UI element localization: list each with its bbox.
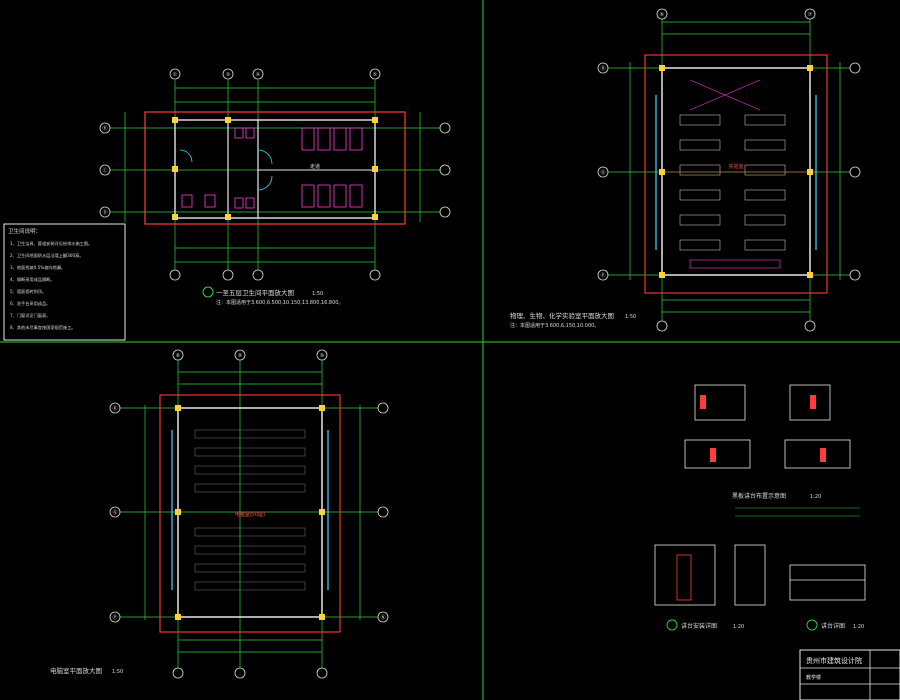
notes-box: 卫生间说明： 1、卫生洁具、管道安装详见给排水施工图。 2、卫生间地面防水层沿墙…	[3, 223, 126, 341]
room-label: 走道	[310, 163, 320, 170]
axis-label: Ⓟ	[112, 614, 117, 621]
axis-label: ⑤	[373, 72, 377, 78]
panel2-subtitle: 注：本图适用于3.600,6.150,10.000。	[510, 322, 599, 329]
detail-b-title: 讲台详图	[821, 622, 845, 630]
panel4-title: 黑板讲台布置示意图	[732, 492, 786, 500]
institute-name: 贵州市建筑设计院	[806, 656, 862, 665]
panel3-title: 电脑室平面放大图	[50, 666, 102, 675]
note-line: 8、其他未尽事宜按国家规范施工。	[10, 324, 75, 331]
axis-label: ④	[256, 72, 261, 78]
panel1-scale: 1:50	[312, 291, 323, 297]
axis-label: Ⓠ	[600, 169, 605, 176]
panel2-title: 物理、生物、化学实验室平面放大图	[510, 311, 614, 320]
axis-label: Ⓠ	[112, 509, 117, 516]
axis-label: ⑩	[320, 353, 325, 359]
note-line: 6、洗手台采用成品。	[10, 300, 50, 307]
detail-b-scale: 1:20	[853, 624, 864, 630]
axis-label: Ⓝ	[380, 614, 385, 621]
room-label: 电脑室(50座)	[235, 511, 265, 518]
detail-a-title: 讲台安装详图	[681, 622, 717, 630]
panel-details: 黑板讲台布置示意图 1:20 讲台安装详图 1:20 讲台详图 1:20	[654, 384, 866, 631]
note-line: 1、卫生洁具、管道安装详见给排水施工图。	[10, 240, 92, 247]
note-line: 2、卫生间地面防水层沿墙上翻300高。	[10, 252, 83, 259]
axis-label: Ⓓ	[102, 209, 107, 216]
panel4-scale: 1:20	[810, 494, 821, 500]
project-name: 教学楼	[806, 674, 821, 681]
note-line: 5、墙面瓷砖到顶。	[10, 288, 46, 295]
axis-label: ⑥	[660, 12, 665, 18]
axis-label: ③	[226, 72, 230, 78]
panel-toilet-plan: ① ③ ④ ⑤ Ⓑ Ⓒ Ⓓ	[99, 68, 451, 306]
axis-label: Ⓡ	[112, 405, 117, 412]
axis-label: Ⓟ	[600, 272, 605, 279]
axis-label: Ⓒ	[102, 167, 107, 174]
panel1-title: 一至五层卫生间平面放大图	[216, 288, 294, 297]
note-line: 7、门窗详见门窗表。	[10, 312, 50, 319]
panel1-subtitle: 注：本图适用于3.600,6.500,10.150,13.800,16.800。	[216, 299, 343, 306]
axis-label: ⑨	[238, 353, 242, 359]
detail-a-scale: 1:20	[733, 624, 744, 630]
axis-label: Ⓡ	[600, 65, 605, 72]
panel-computer-room-plan: ⑧ ⑨ ⑩ Ⓡ Ⓠ Ⓟ Ⓝ 电脑室(50座) 电脑室平面放大图 1:50	[50, 349, 389, 679]
axis-label: ①	[173, 72, 178, 78]
axis-label: ⑦	[808, 12, 813, 18]
panel-laboratory-plan: ⑥ ⑦ Ⓡ Ⓠ Ⓟ 实	[510, 8, 861, 332]
notes-title: 卫生间说明：	[8, 227, 41, 235]
note-line: 4、隔断采用成品隔断。	[10, 276, 55, 283]
note-line: 3、地面找坡0.5%坡向地漏。	[10, 264, 65, 271]
panel2-scale: 1:50	[625, 314, 636, 320]
title-block: 贵州市建筑设计院 教学楼	[799, 649, 900, 700]
axis-label: Ⓑ	[102, 125, 107, 132]
axis-label: ⑧	[176, 353, 181, 359]
panel3-scale: 1:50	[112, 669, 123, 675]
room-label: 实验室	[728, 163, 743, 170]
